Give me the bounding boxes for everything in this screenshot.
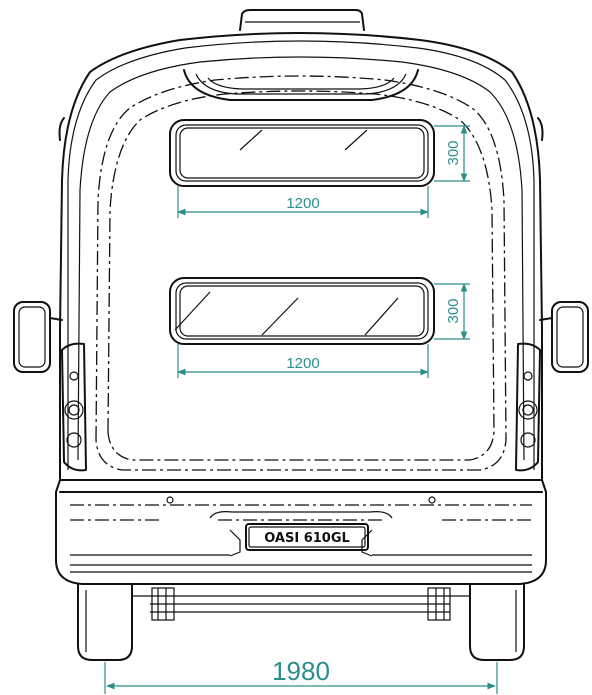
dim-label-upper-width: 1200 (286, 195, 319, 212)
plate-text: OASI 610GL (264, 531, 350, 546)
wheel-right (469, 583, 525, 661)
mirror-right (539, 301, 589, 373)
dim-label-lower-width: 1200 (286, 355, 319, 372)
chassis (132, 587, 470, 621)
dim-label-upper-height: 300 (445, 140, 462, 165)
tail-light-left (61, 342, 87, 472)
rear-bumper (55, 479, 547, 585)
dimension-upper-width: 1200 (177, 186, 429, 218)
window-lower (169, 277, 435, 345)
body-outline (58, 32, 544, 481)
tail-light-right (515, 342, 541, 472)
dim-label-lower-height: 300 (445, 298, 462, 323)
number-plate: OASI 610GL (245, 523, 369, 551)
roof-vent (239, 9, 365, 31)
mirror-left (13, 301, 63, 373)
window-upper (169, 119, 435, 187)
dimension-lower-height: 300 (434, 283, 470, 340)
wheel-left (77, 583, 133, 661)
dimension-lower-width: 1200 (177, 344, 429, 378)
dim-label-overall-width: 1980 (272, 656, 330, 686)
dimension-overall-width: 1980 (104, 656, 498, 694)
dimension-upper-height: 300 (434, 125, 470, 182)
